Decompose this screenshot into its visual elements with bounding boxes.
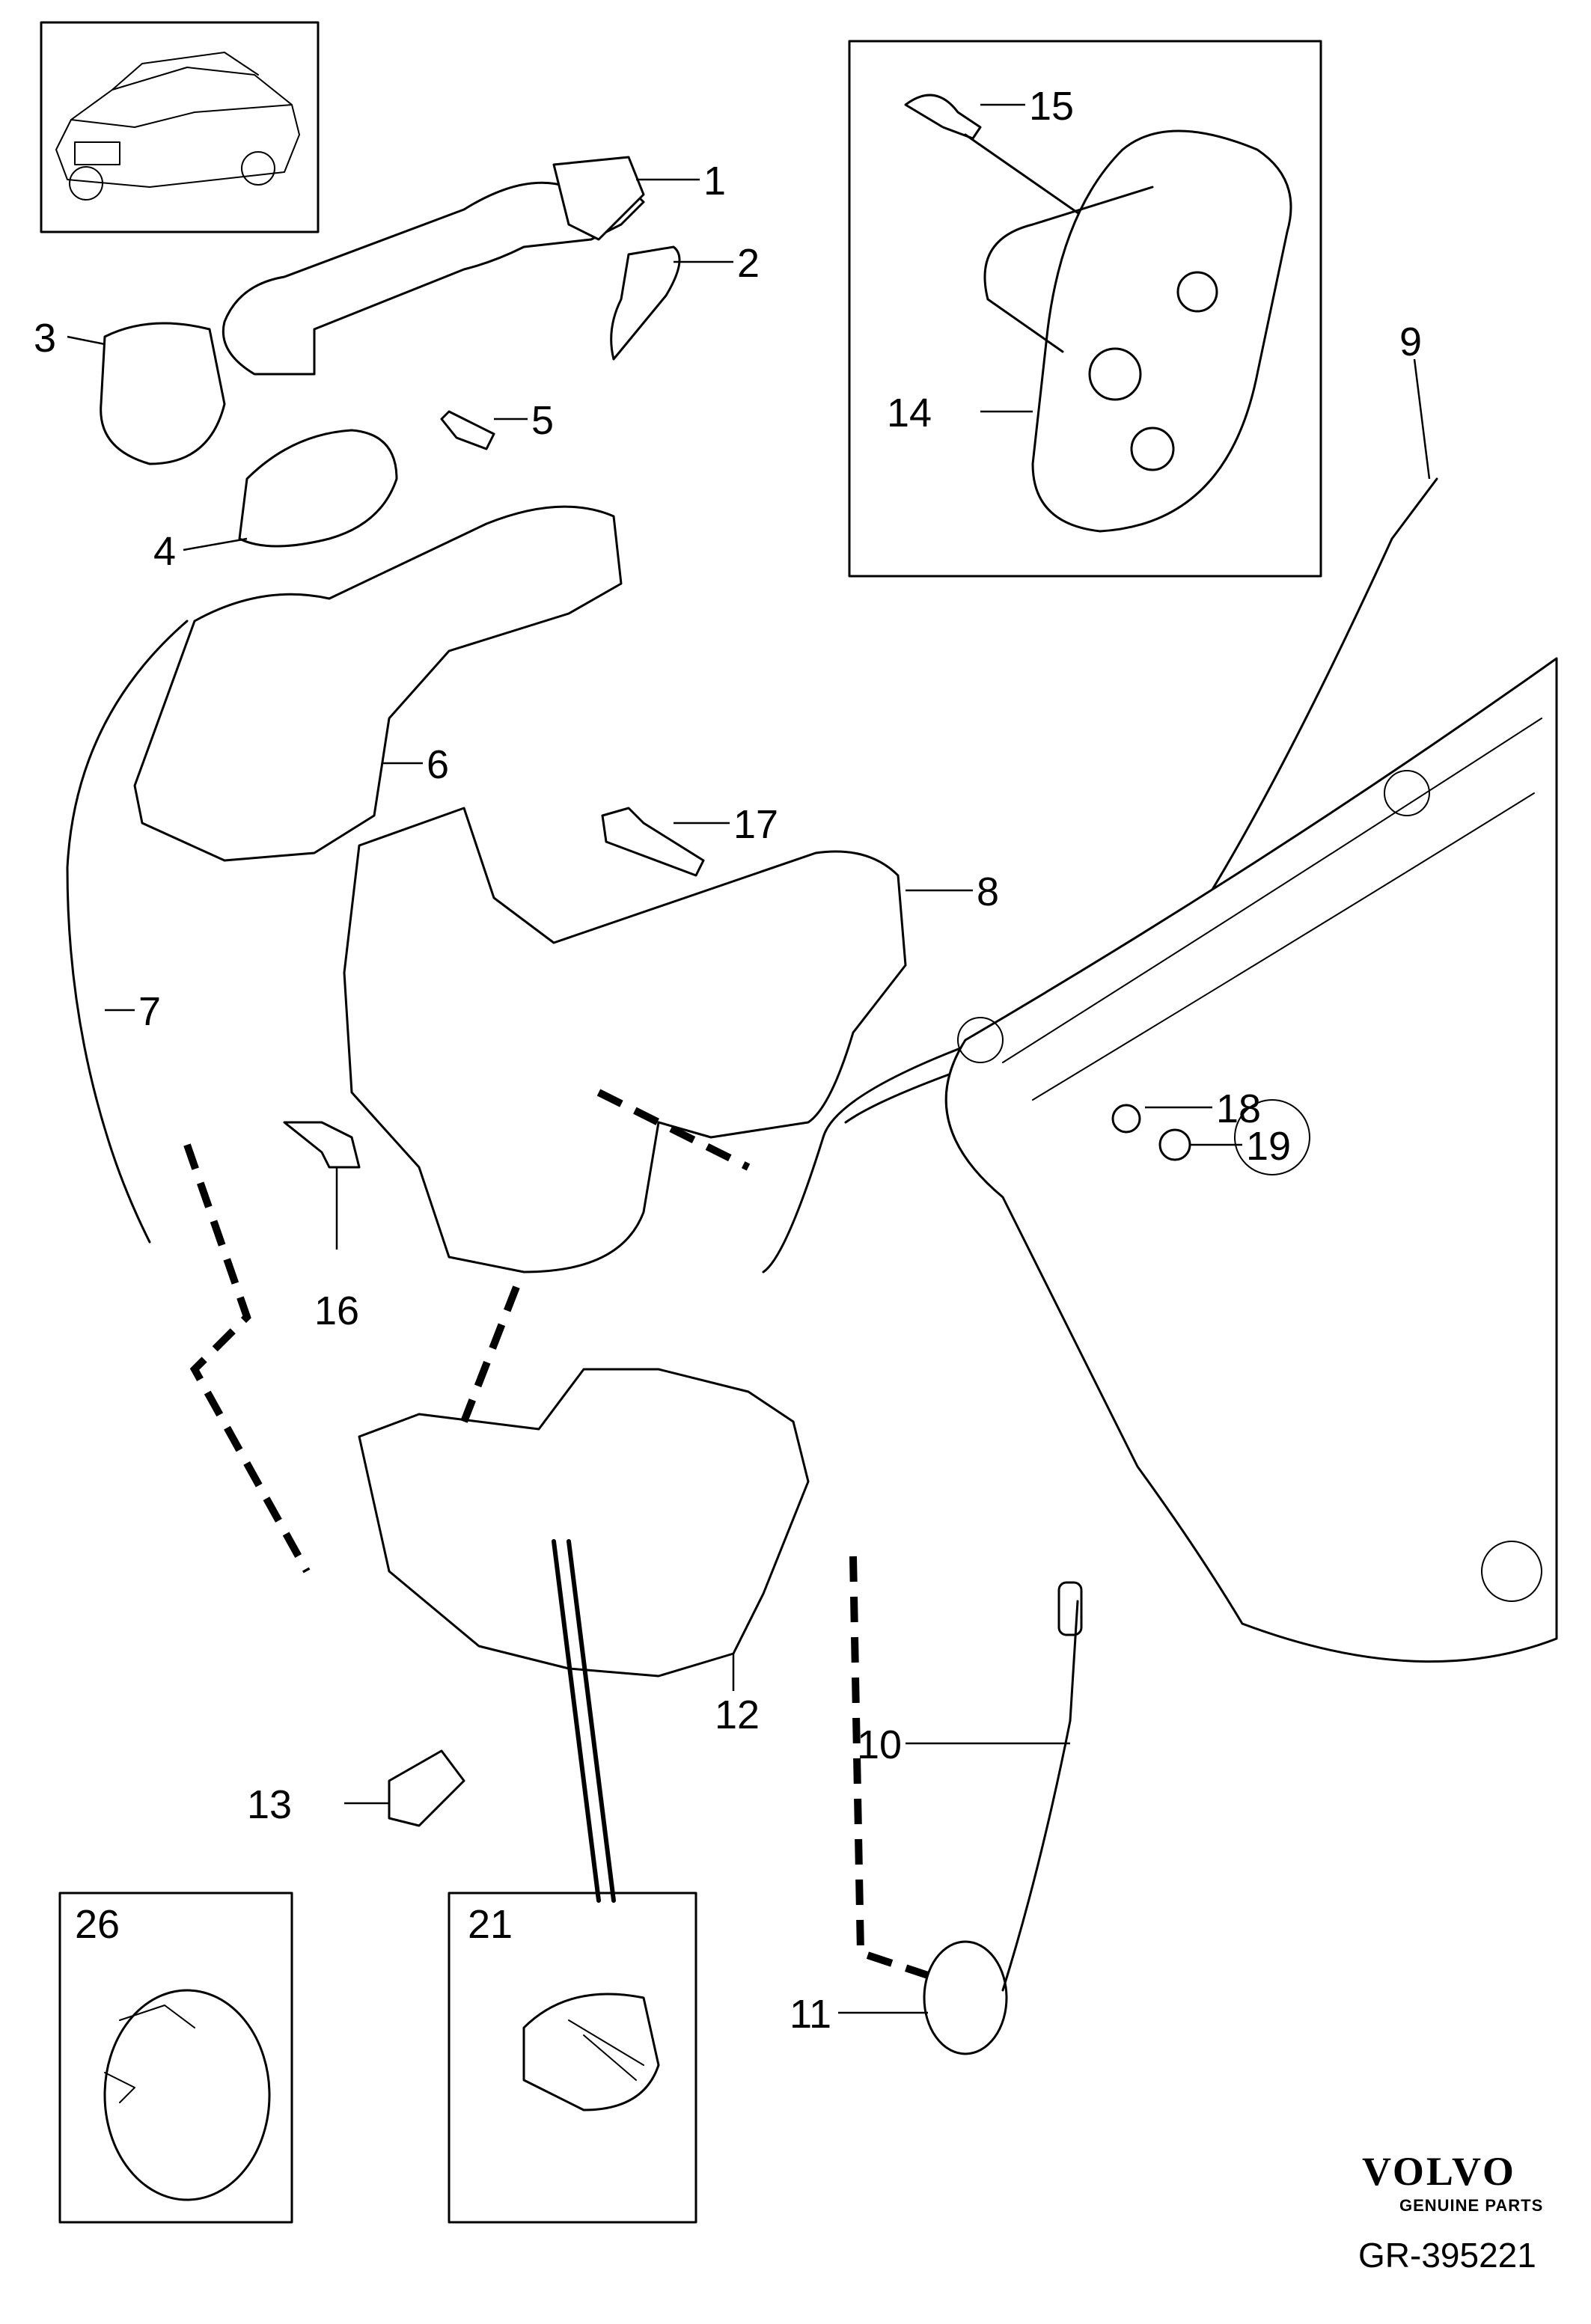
- screw-13: [388, 1749, 465, 1827]
- handle-bracket-6: [133, 505, 623, 862]
- rivet-16: [283, 1121, 361, 1169]
- callout-19: 19: [1246, 1124, 1291, 1169]
- cable-7: [66, 620, 189, 1244]
- callout-3: 3: [34, 316, 56, 361]
- handle-cover-2: [610, 245, 681, 361]
- cable-9-lower: [762, 1016, 1049, 1273]
- callout-18: 18: [1216, 1086, 1261, 1131]
- vehicle-thumbnail: [40, 21, 320, 233]
- callout-12: 12: [715, 1692, 760, 1737]
- door-inner-panel: [944, 657, 1558, 1663]
- bolt-17: [601, 807, 705, 877]
- reference-code: GR-395221: [1358, 2236, 1536, 2275]
- callout-26: 26: [75, 1902, 120, 1947]
- callout-8: 8: [977, 869, 999, 914]
- rod-10: [1001, 1600, 1079, 1992]
- door-handle: [222, 156, 645, 376]
- callout-9: 9: [1399, 319, 1422, 364]
- handle-gasket-4: [238, 429, 398, 548]
- brand-logo: VOLVO: [1362, 2149, 1516, 2194]
- callout-13: 13: [247, 1782, 292, 1827]
- handle-end-cap-3: [100, 322, 226, 465]
- inset-box-21: [448, 1892, 697, 2224]
- callout-14: 14: [887, 391, 932, 435]
- callout-2: 2: [737, 241, 760, 286]
- callout-15: 15: [1029, 84, 1074, 129]
- brand-subtitle: GENUINE PARTS: [1399, 2196, 1543, 2215]
- callout-17: 17: [733, 802, 778, 847]
- lock-unit-12: [358, 1368, 810, 1678]
- inset-box-14-15: [848, 40, 1322, 578]
- callout-4: 4: [153, 529, 176, 574]
- screw-5: [440, 410, 495, 450]
- callout-21: 21: [468, 1902, 513, 1947]
- lock-carrier-8: [343, 807, 907, 1273]
- callout-5: 5: [531, 398, 554, 443]
- inset-box-26: [58, 1892, 293, 2224]
- callout-10: 10: [857, 1722, 902, 1767]
- callout-6: 6: [427, 742, 449, 787]
- callout-11: 11: [790, 1992, 831, 2037]
- grommet-11: [923, 1940, 1008, 2055]
- washer-18: [1111, 1104, 1141, 1134]
- callout-7: 7: [138, 989, 161, 1034]
- callout-1: 1: [703, 159, 726, 204]
- callout-16: 16: [314, 1288, 359, 1333]
- rod-10-end: [1057, 1581, 1083, 1636]
